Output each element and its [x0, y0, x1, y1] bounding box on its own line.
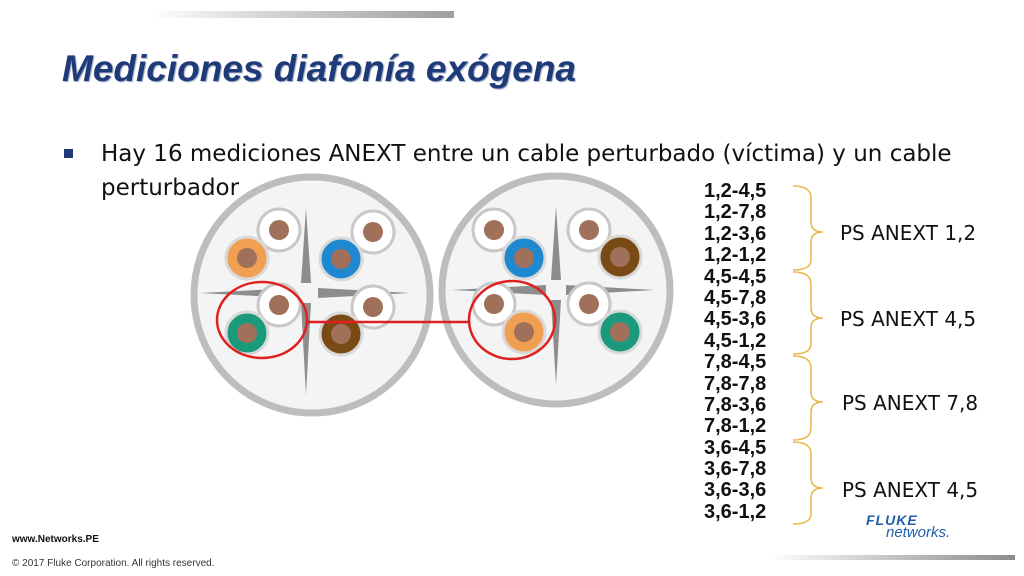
conductor-white-5	[471, 207, 517, 253]
measurement-list: 1,2-4,5 1,2-7,8 1,2-3,6 1,2-1,2 4,5-4,5 …	[704, 180, 767, 523]
conductor-blue-1	[318, 236, 364, 282]
measurement-item: 4,5-1,2	[704, 329, 767, 352]
highlight-loop-disturber	[467, 279, 557, 361]
conductor-brown-1	[318, 311, 364, 357]
measurement-item: 1,2-1,2	[704, 244, 767, 267]
highlight-loop-victim	[215, 280, 309, 360]
bottom-accent-bar	[770, 555, 1015, 560]
measurement-item: 1,2-4,5	[704, 180, 767, 202]
measurement-item: 7,8-7,8	[704, 372, 767, 395]
fluke-networks-logo: FLUKE networks.	[866, 512, 996, 546]
conductor-green-1	[224, 310, 270, 356]
conductor-brown-2	[597, 234, 643, 280]
measurement-item: 3,6-1,2	[704, 500, 767, 523]
brace-group-4	[792, 441, 824, 525]
bullet-text-line1: Hay 16 mediciones ANEXT entre un cable p…	[101, 141, 952, 167]
cable-disturber	[438, 172, 674, 408]
group-label-4: PS ANEXT 4,5	[842, 478, 979, 502]
measurement-item: 4,5-7,8	[704, 286, 767, 309]
measurement-item: 4,5-4,5	[704, 265, 767, 288]
conductor-blue-2	[501, 235, 547, 281]
footer-copyright: © 2017 Fluke Corporation. All rights res…	[12, 558, 215, 569]
measurement-item: 1,2-3,6	[704, 222, 767, 245]
measurement-item: 4,5-3,6	[704, 308, 767, 331]
conductor-white-1	[256, 207, 302, 253]
brace-group-1	[792, 185, 824, 271]
top-accent-bar	[150, 11, 454, 18]
conductor-white-8	[566, 281, 612, 327]
conductor-white-2	[350, 209, 396, 255]
measurement-item: 3,6-7,8	[704, 458, 767, 481]
brace-group-3	[792, 355, 824, 441]
slide-title: Mediciones diafonía exógena	[62, 48, 577, 89]
group-label-3: PS ANEXT 7,8	[842, 391, 979, 415]
measurement-item: 3,6-3,6	[704, 479, 767, 502]
footer-website: www.Networks.PE	[12, 534, 99, 545]
conductor-orange-1	[224, 235, 270, 281]
conductor-white-7	[471, 281, 517, 327]
group-label-1: PS ANEXT 1,2	[840, 221, 977, 245]
bullet-text-line2: perturbador	[101, 175, 240, 201]
group-label-2: PS ANEXT 4,5	[840, 307, 977, 331]
measurement-item: 3,6-4,5	[704, 436, 767, 459]
measurement-item: 1,2-7,8	[704, 201, 767, 224]
conductor-orange-2	[501, 309, 547, 355]
bullet-square-icon	[64, 149, 73, 158]
logo-text-fluke: FLUKE	[866, 512, 918, 528]
conductor-white-4	[350, 284, 396, 330]
conductor-green-2	[597, 309, 643, 355]
measurement-item: 7,8-4,5	[704, 351, 767, 374]
measurement-item: 7,8-1,2	[704, 415, 767, 438]
logo-text-networks: networks.	[886, 524, 951, 541]
conductor-white-6	[566, 207, 612, 253]
brace-group-2	[792, 271, 824, 355]
measurement-item: 7,8-3,6	[704, 393, 767, 416]
